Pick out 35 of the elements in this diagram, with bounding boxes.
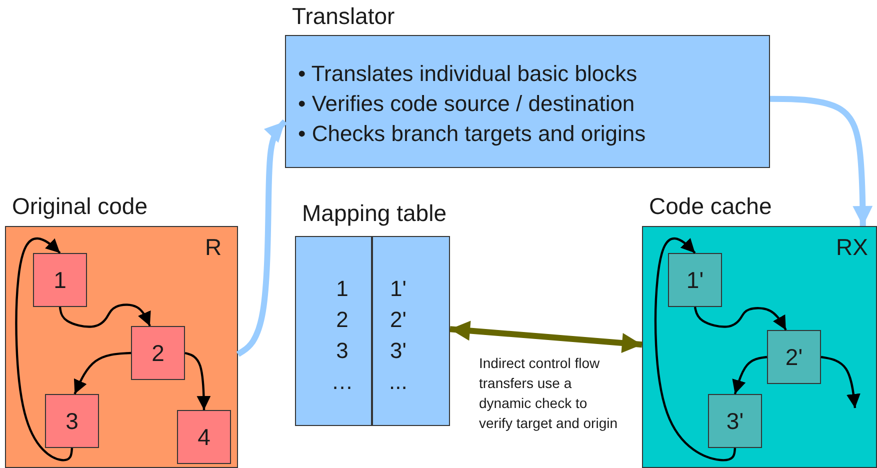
code-block [45, 394, 99, 448]
heading: Translator [292, 3, 395, 30]
table-column: 1 2 3 … [329, 273, 356, 397]
block-label: 3 [64, 408, 80, 435]
arrow [15, 237, 74, 462]
code-block [668, 253, 722, 307]
table-column: 1' 2' 3' ... [385, 273, 412, 397]
block-label: 3' [725, 408, 745, 435]
code-block [33, 253, 87, 307]
heading: Mapping table [302, 200, 446, 227]
arrow [184, 352, 211, 410]
arrow [770, 96, 873, 226]
code-block [177, 410, 231, 464]
heading: Original code [12, 193, 148, 220]
arrow [74, 352, 132, 394]
bullet-item: • Checks branch targets and origins [298, 121, 646, 147]
register-label: RX [836, 234, 868, 261]
code-block [708, 394, 762, 448]
block-label: 4 [196, 424, 212, 451]
arrow [694, 306, 787, 331]
block-label: 1' [685, 267, 705, 294]
arrow [820, 356, 860, 408]
code-block [767, 330, 821, 384]
block-label: 2 [150, 340, 166, 367]
heading: Code cache [649, 193, 772, 220]
bullet-item: • Verifies code source / destination [298, 91, 635, 117]
block-label: 2' [784, 344, 804, 371]
code-block [131, 326, 185, 380]
arrow [732, 356, 768, 394]
bullet-item: • Translates individual basic blocks [298, 61, 638, 87]
block-label: 1 [52, 267, 68, 294]
arrow [450, 320, 642, 353]
register-label: R [205, 234, 222, 261]
arrow [58, 304, 151, 328]
arrow [236, 119, 288, 357]
